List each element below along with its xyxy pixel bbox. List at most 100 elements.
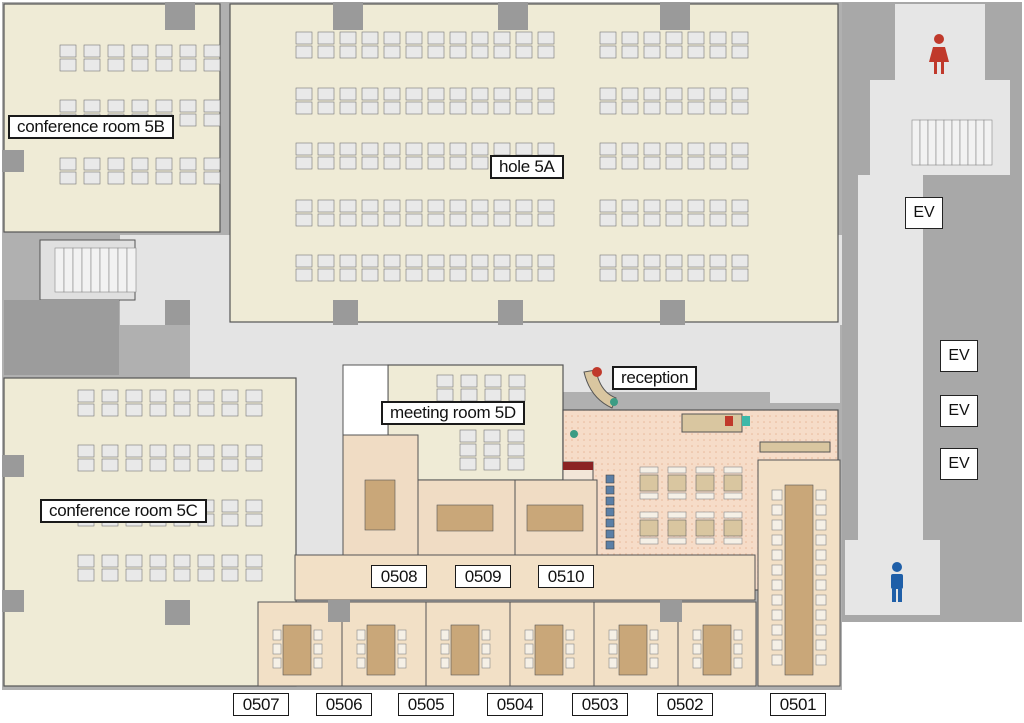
desk: [405, 87, 423, 101]
desk: [317, 213, 335, 227]
desk: [687, 31, 705, 45]
desk: [483, 429, 501, 443]
desk: [436, 374, 454, 388]
desk: [665, 45, 683, 59]
desk: [203, 171, 221, 185]
desk: [383, 199, 401, 213]
desk: [687, 199, 705, 213]
desk: [149, 389, 167, 403]
desk: [203, 99, 221, 113]
desk: [471, 199, 489, 213]
desk: [665, 268, 683, 282]
desk: [295, 268, 313, 282]
chair: [605, 485, 615, 495]
desk: [405, 45, 423, 59]
desk: [149, 458, 167, 472]
desk: [427, 254, 445, 268]
desk: [687, 101, 705, 115]
lounge-table: [723, 474, 743, 492]
conference-5c-area: [3, 377, 297, 687]
desk: [77, 403, 95, 417]
table: [364, 479, 396, 531]
trash-bin: [742, 416, 750, 426]
desk: [317, 268, 335, 282]
lounge-table: [667, 519, 687, 537]
desk: [515, 87, 533, 101]
desk: [245, 568, 263, 582]
desk: [709, 199, 727, 213]
desk: [436, 388, 454, 402]
lounge-table: [695, 519, 715, 537]
desk: [621, 31, 639, 45]
desk: [197, 444, 215, 458]
desk: [515, 101, 533, 115]
desk: [709, 142, 727, 156]
desk: [383, 142, 401, 156]
desk: [405, 199, 423, 213]
desk: [125, 444, 143, 458]
desk: [77, 554, 95, 568]
desk: [107, 99, 125, 113]
desk: [317, 254, 335, 268]
desk: [459, 443, 477, 457]
chair: [771, 489, 783, 501]
chair: [771, 654, 783, 666]
desk: [361, 142, 379, 156]
desk: [665, 87, 683, 101]
chair: [771, 609, 783, 621]
desk: [197, 554, 215, 568]
room-number-0507: 0507: [233, 693, 289, 716]
desk: [731, 142, 749, 156]
room-number-0506: 0506: [316, 693, 372, 716]
stair-tread: [975, 119, 985, 166]
chair: [771, 579, 783, 591]
desk: [493, 254, 511, 268]
desk: [709, 31, 727, 45]
desk: [361, 156, 379, 170]
chair: [649, 643, 659, 655]
desk: [361, 45, 379, 59]
shelf: [759, 441, 831, 453]
desk: [173, 403, 191, 417]
desk: [361, 254, 379, 268]
lounge-table: [667, 474, 687, 492]
desk: [317, 31, 335, 45]
desk: [317, 142, 335, 156]
desk: [460, 388, 478, 402]
desk: [665, 142, 683, 156]
desk: [295, 142, 313, 156]
chair: [771, 519, 783, 531]
desk: [643, 101, 661, 115]
desk: [125, 568, 143, 582]
desk: [665, 31, 683, 45]
desk: [537, 31, 555, 45]
desk: [643, 156, 661, 170]
chair: [723, 511, 743, 519]
desk: [59, 58, 77, 72]
chair: [397, 643, 407, 655]
desk: [599, 213, 617, 227]
chair: [725, 416, 733, 426]
chair: [313, 657, 323, 669]
elevator-label: EV: [940, 340, 978, 372]
desk: [507, 457, 525, 471]
desk: [621, 87, 639, 101]
lounge-table: [695, 474, 715, 492]
desk: [483, 443, 501, 457]
desk: [537, 45, 555, 59]
desk: [295, 45, 313, 59]
desk: [317, 156, 335, 170]
desk: [295, 31, 313, 45]
table: [534, 624, 564, 676]
desk: [471, 156, 489, 170]
desk: [515, 213, 533, 227]
table: [784, 484, 814, 676]
chair: [692, 629, 702, 641]
desk: [339, 199, 357, 213]
desk: [125, 554, 143, 568]
desk: [221, 513, 239, 527]
chair: [565, 657, 575, 669]
desk: [643, 31, 661, 45]
chair: [771, 594, 783, 606]
desk-layout: [59, 31, 749, 582]
